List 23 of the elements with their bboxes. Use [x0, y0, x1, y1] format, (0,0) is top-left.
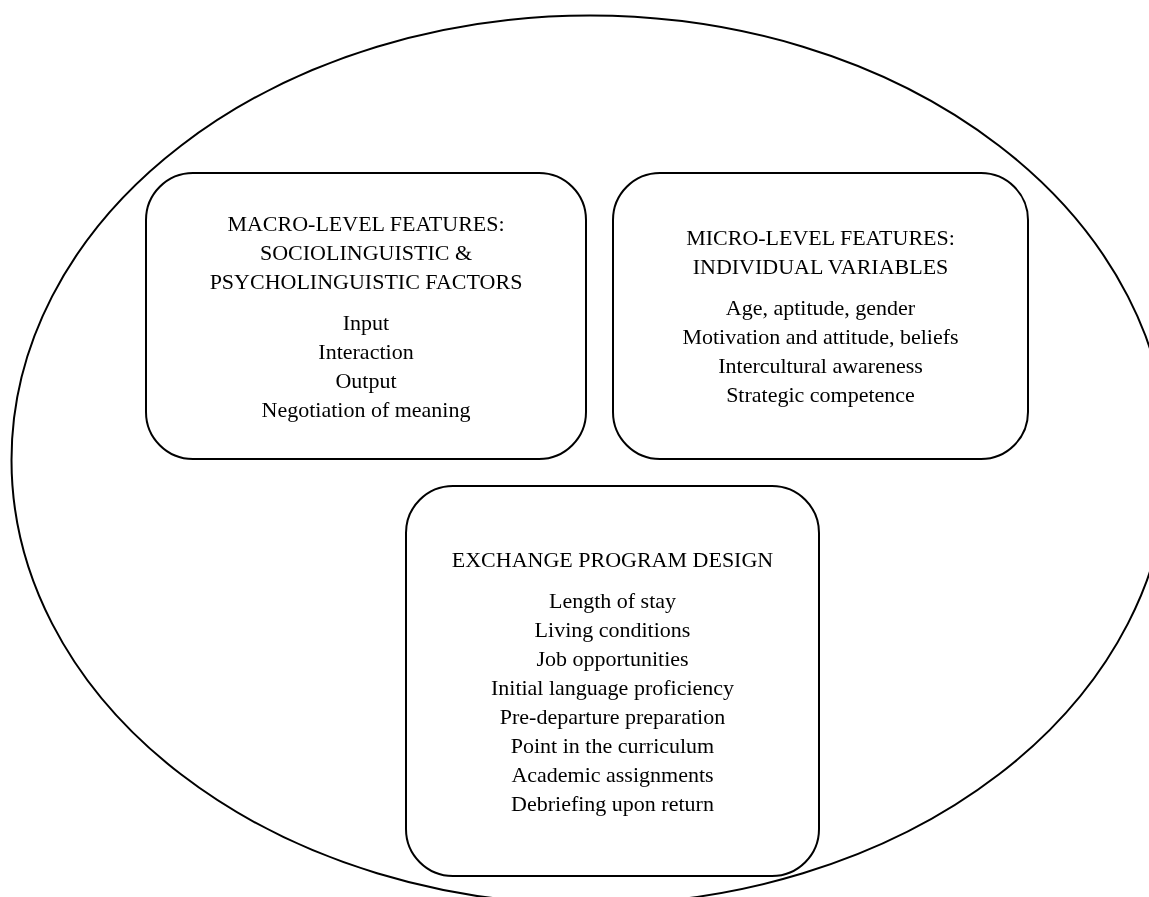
list-item: Academic assignments [511, 760, 714, 789]
list-item: Length of stay [548, 586, 677, 615]
list-item: Pre-departure preparation [499, 702, 726, 731]
list-item: Point in the curriculum [510, 731, 715, 760]
list-item: Living conditions [534, 615, 691, 644]
list-item: Negotiation of meaning [261, 395, 471, 424]
list-item: Interaction [318, 337, 414, 366]
rounded-box [145, 172, 587, 460]
oval-outline [10, 14, 1149, 897]
list-item: Output [335, 366, 397, 395]
list-item: Strategic competence [726, 381, 915, 409]
list-item: Initial language proficiency [490, 673, 735, 702]
list-item: Motivation and attitude, beliefs [682, 323, 959, 351]
list-item: Input [342, 308, 390, 337]
list-item: Age, aptitude, gender [725, 294, 916, 322]
rounded-box [405, 485, 820, 877]
list-item: Job opportunities [536, 644, 689, 673]
box-heading: MACRO-LEVEL FEATURES: SOCIOLINGUISTIC & PSYCHOLINGUISTIC FACTORS [208, 209, 524, 296]
rounded-box [612, 172, 1029, 460]
list-item: Debriefing upon return [511, 789, 714, 818]
box-heading: MICRO-LEVEL FEATURES: INDIVIDUAL VARIABLES [685, 224, 956, 281]
list-item: Intercultural awareness [718, 352, 923, 380]
box-heading: EXCHANGE PROGRAM DESIGN [450, 545, 775, 574]
